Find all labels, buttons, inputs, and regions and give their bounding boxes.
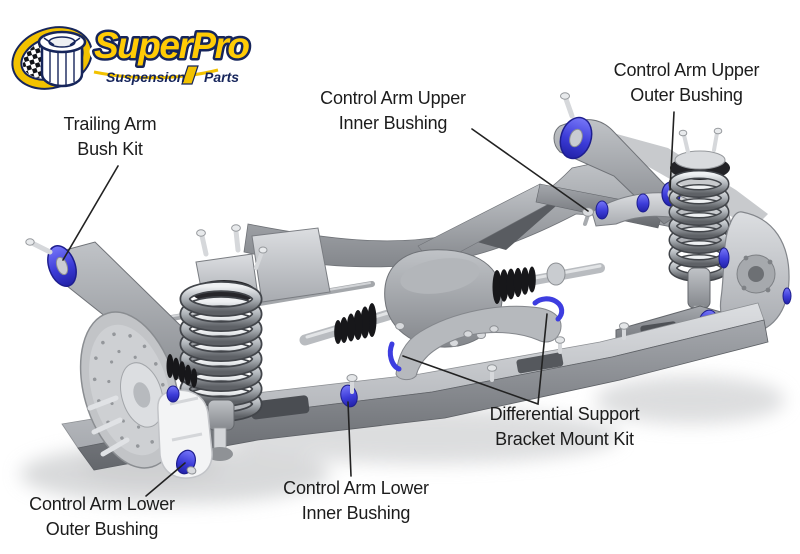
logo-swoosh — [93, 68, 219, 80]
label-line: Outer Bushing — [45, 519, 159, 539]
leader-lower-inner — [347, 401, 352, 477]
left-inner-cv-boot — [166, 354, 198, 388]
label-line: Control Arm Lower — [29, 494, 175, 514]
label-line: Inner Bushing — [301, 503, 411, 523]
label-line: Control Arm Upper — [320, 88, 466, 108]
label-control-arm-upper-outer-bushing: Control Arm Upper Outer Bushing — [584, 58, 789, 108]
leader-upper-outer — [669, 111, 675, 191]
label-control-arm-upper-inner-bushing: Control Arm Upper Inner Bushing — [288, 86, 498, 136]
brake-caliper — [157, 389, 213, 479]
leader-upper-inner — [471, 128, 589, 212]
label-trailing-arm-bush-kit: Trailing Arm Bush Kit — [30, 112, 190, 162]
caliper-top-bushing — [166, 385, 180, 403]
cv-boot-right — [492, 266, 536, 304]
lower-outer-bushing — [175, 449, 197, 475]
bracket-bushing-rear — [532, 296, 565, 322]
label-control-arm-lower-outer-bushing: Control Arm Lower Outer Bushing — [2, 492, 202, 542]
left-coilover-shock — [179, 224, 268, 461]
label-line: Outer Bushing — [630, 85, 743, 105]
rail-bolts — [340, 322, 630, 408]
logo-brand-outline: SuperPro — [94, 25, 249, 66]
leader-lines — [62, 111, 675, 497]
label-control-arm-lower-inner-bushing: Control Arm Lower Inner Bushing — [256, 476, 456, 526]
trailing-arm-bushing — [47, 245, 77, 287]
label-line: Trailing Arm — [63, 114, 157, 134]
differential-support-bracket — [387, 296, 565, 381]
leader-trailing-arm — [62, 165, 119, 261]
label-line: Control Arm Lower — [283, 478, 429, 498]
label-differential-support-bracket-mount-kit: Differential Support Bracket Mount Kit — [452, 402, 677, 452]
right-trailing-arm-bushing — [559, 116, 593, 160]
label-line: Differential Support — [489, 404, 640, 424]
label-line: Inner Bushing — [338, 113, 448, 133]
label-line: Bracket Mount Kit — [495, 429, 634, 449]
label-line: Bush Kit — [77, 139, 143, 159]
right-knuckle-hub — [718, 211, 792, 340]
logo-brand-text: SuperPro — [94, 25, 249, 66]
leader-lower-outer — [145, 462, 186, 497]
leader-differential-fork — [402, 313, 548, 406]
cv-boot-left — [334, 303, 377, 344]
brake-hub-assembly — [79, 311, 213, 479]
superpro-logo: SuperPro SuperPro SuperPro Suspension Pa… — [11, 20, 256, 90]
logo-tagline-left: Suspension — [106, 69, 185, 85]
logo-divider-swoosh — [181, 65, 199, 85]
logo-brand-halo: SuperPro — [94, 25, 249, 66]
bushing-icon — [37, 30, 87, 88]
bracket-bushing-front — [387, 341, 402, 372]
wheel-studs — [87, 395, 130, 457]
logo-tagline-right: Parts — [204, 69, 239, 85]
label-line: Control Arm Upper — [613, 60, 760, 80]
